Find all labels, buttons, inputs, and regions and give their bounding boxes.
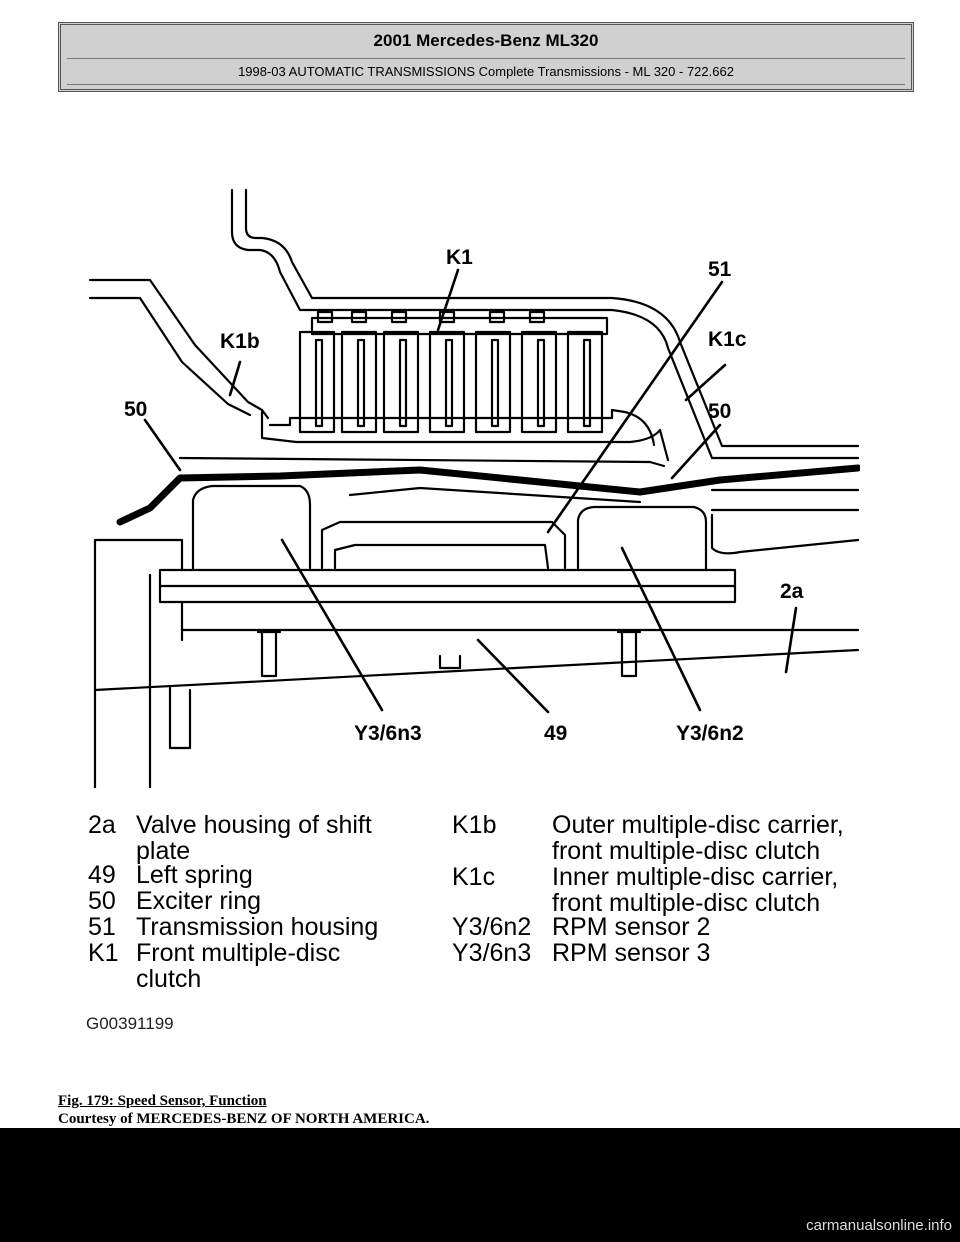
diagram-drawing [88,188,860,788]
callout-50-left: 50 [124,398,147,421]
legend-desc: Front multiple-disc [136,939,341,967]
housing-left-outer [88,278,270,420]
carrier-outline [260,410,670,462]
callout-50-right: 50 [708,400,731,423]
callout-k1b: K1b [220,330,260,353]
callout-k1: K1 [446,246,473,269]
sensor-carrier [320,520,567,570]
legend-desc: front multiple-disc clutch [552,837,821,865]
legend-desc: Exciter ring [136,887,262,915]
sensor-carrier-inner [333,543,550,570]
callout-2a: 2a [780,580,804,603]
legend-desc: plate [136,837,191,865]
page-header: 2001 Mercedes-Benz ML320 1998-03 AUTOMAT… [58,22,914,92]
legend-desc: RPM sensor 2 [552,913,711,941]
housing-left-bottom [93,648,860,750]
site-watermark: carmanualsonline.info [806,1217,952,1234]
legend-code: 51 [88,913,116,941]
legend-desc: RPM sensor 3 [552,939,711,967]
legend-code: 49 [88,861,116,889]
legend-code: Y3/6n2 [452,913,532,941]
legend-desc: Outer multiple-disc carrier, [552,811,844,839]
valve-plate-lines [158,584,737,642]
legend-code: 2a [88,811,116,839]
clutch-pack [298,310,609,434]
courtesy-line: Courtesy of MERCEDES-BENZ OF NORTH AMERI… [58,1111,430,1127]
diagram-callouts: K1 51 K1b K1c 50 50 2a Y3/6n3 49 Y3/6n2 [124,246,804,745]
hub-line [178,456,666,468]
callout-y3-6n3: Y3/6n3 [354,722,422,745]
bolts [256,630,642,678]
legend-code: Y3/6n3 [452,939,532,967]
legend-code: K1b [452,811,497,839]
housing-left-inner [88,296,252,417]
exciter-ring-edge [348,486,642,504]
legend-code: 50 [88,887,116,915]
callout-y3-6n2: Y3/6n2 [676,722,744,745]
figure-caption: Fig. 179: Speed Sensor, Function [58,1093,267,1109]
legend-code: K1c [452,863,496,891]
header-title: 2001 Mercedes-Benz ML320 [373,31,599,50]
legend-desc: front multiple-disc clutch [552,889,821,917]
legend-desc: Left spring [136,861,253,889]
legend-desc: Transmission housing [136,913,379,941]
legend-desc: Valve housing of shift [136,811,372,839]
sensor-y3-6n2-body [576,505,708,572]
callout-k1c: K1c [708,328,747,351]
header-subtitle: 1998-03 AUTOMATIC TRANSMISSIONS Complete… [67,58,905,85]
legend-code: K1 [88,939,119,967]
figure-code: G00391199 [86,1014,174,1033]
pipe-inner [244,188,860,448]
callout-49: 49 [544,722,567,745]
legend-desc: Inner multiple-disc carrier, [552,863,839,891]
legend-desc: clutch [136,965,202,993]
speed-sensor-diagram: K1 51 K1b K1c 50 50 2a Y3/6n3 49 Y3/6n2 [88,188,860,788]
sensor-y3-6n3-body [191,484,312,572]
exciter-ring [116,464,860,526]
callout-51: 51 [708,258,732,281]
housing-right [710,488,860,555]
leader-lines [143,268,798,714]
pipe-outline [230,188,860,460]
housing-left-lower [93,538,184,788]
manual-page: 2001 Mercedes-Benz ML320 1998-03 AUTOMAT… [0,0,960,1128]
carrier-inner [268,408,656,447]
